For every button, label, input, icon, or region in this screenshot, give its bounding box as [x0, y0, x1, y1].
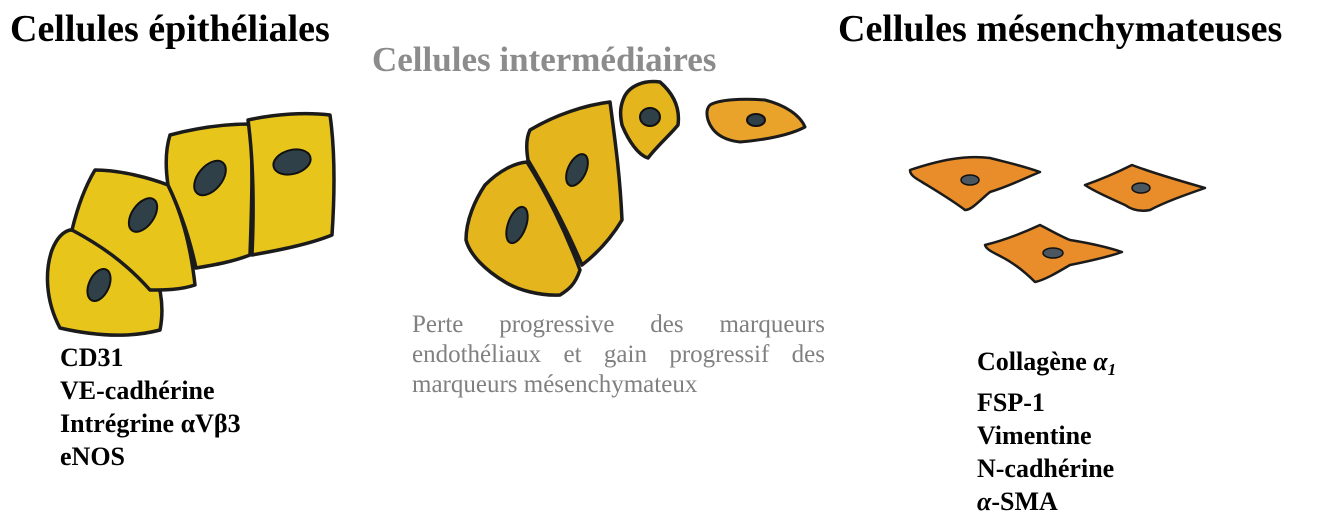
nucleus-icon	[747, 114, 765, 126]
nucleus-icon	[1132, 183, 1150, 193]
marker-item: FSP-1	[977, 386, 1116, 419]
nucleus-icon	[640, 108, 660, 126]
mesenchymal-cell-icon	[985, 225, 1122, 282]
marker-text: -SMA	[991, 487, 1057, 516]
marker-item: N-cadhérine	[977, 452, 1116, 485]
mesenchymal-cell-icon	[910, 157, 1040, 210]
marker-item: CD31	[60, 341, 241, 374]
nucleus-icon	[1043, 248, 1063, 258]
intermediate-description: Perte progressive des marqueurs endothél…	[412, 310, 825, 400]
intermediate-cell-icon	[621, 82, 679, 158]
marker-item-sma: α-SMA	[977, 485, 1116, 518]
epithelial-cells-group	[47, 114, 334, 335]
greek-alpha: α	[1093, 347, 1107, 376]
intermediate-cells-group	[466, 82, 805, 296]
marker-item: Vimentine	[977, 419, 1116, 452]
intermediate-cell-icon	[707, 99, 805, 142]
subscript: 1	[1108, 360, 1117, 379]
marker-item: eNOS	[60, 440, 241, 473]
marker-item: Intrégrine αVβ3	[60, 407, 241, 440]
epithelial-cell-icon	[248, 114, 334, 255]
marker-text: Collagène	[977, 347, 1093, 376]
mesenchymal-cell-icon	[1085, 165, 1205, 211]
mesenchymal-cells-group	[910, 157, 1205, 282]
marker-item-collagen: Collagène α1	[977, 345, 1116, 386]
epithelial-markers-list: CD31 VE-cadhérine Intrégrine αVβ3 eNOS	[60, 341, 241, 473]
nucleus-icon	[961, 175, 979, 185]
greek-alpha: α	[977, 487, 991, 516]
marker-item: VE-cadhérine	[60, 374, 241, 407]
mesenchymal-markers-list: Collagène α1 FSP-1 Vimentine N-cadhérine…	[977, 345, 1116, 518]
